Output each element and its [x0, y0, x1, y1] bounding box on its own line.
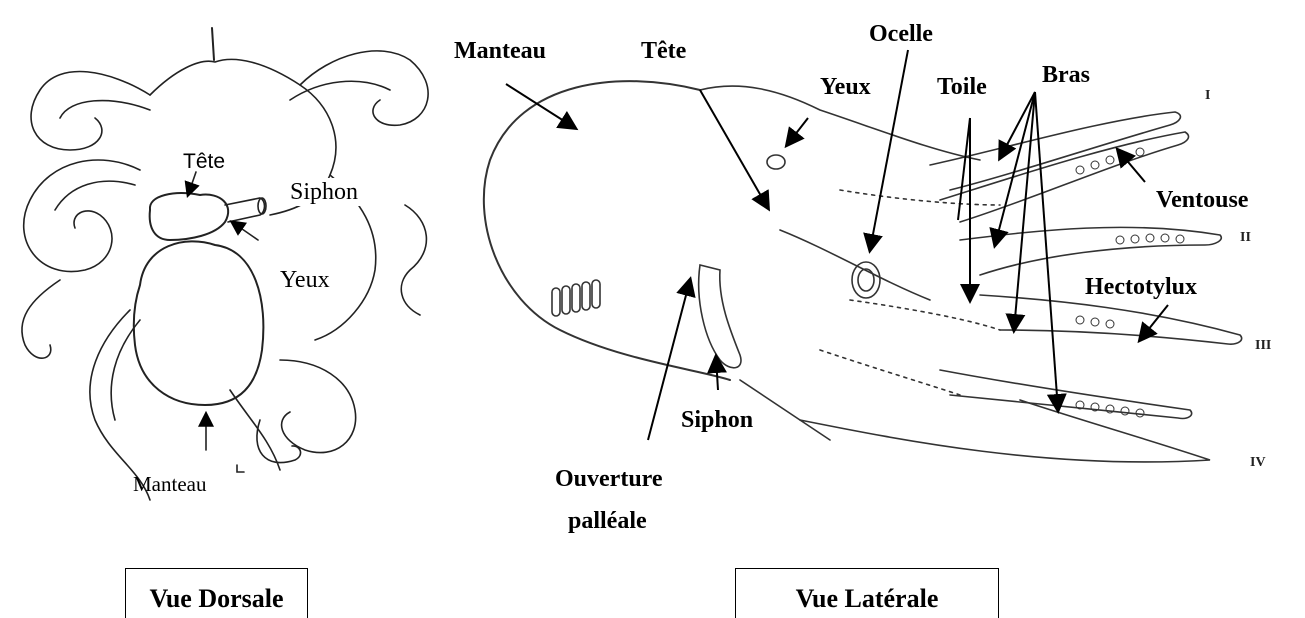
arm-iv: [980, 295, 1242, 344]
dorsal-octopus-drawing: [22, 28, 428, 500]
lateral-label-pallial-opening-line2: palléale: [568, 509, 647, 533]
arm-v: [940, 370, 1192, 418]
dorsal-view-caption: Vue Dorsale: [125, 568, 308, 618]
lateral-label-ocellus: Ocelle: [869, 22, 933, 46]
arm-numeral-iii: III: [1255, 338, 1271, 354]
arm-numeral-ii: II: [1240, 230, 1251, 246]
arm-iii: [960, 227, 1221, 275]
arm-numeral-iv: IV: [1250, 455, 1266, 471]
gill-ridges: [552, 280, 600, 316]
lateral-pointers: [506, 50, 1168, 440]
lateral-label-hectocotylus: Hectotylux: [1081, 273, 1201, 301]
lateral-label-web: Toile: [937, 75, 987, 99]
arm-numeral-i: I: [1205, 88, 1210, 104]
lateral-octopus-drawing: [484, 81, 1242, 462]
lateral-label-arms: Bras: [1042, 63, 1090, 87]
dorsal-label-eyes: Yeux: [276, 266, 334, 294]
lateral-label-mantle: Manteau: [454, 39, 546, 63]
lateral-view-caption-text: Vue Latérale: [796, 584, 939, 614]
dorsal-label-mantle: Manteau: [133, 474, 206, 495]
lateral-view-caption: Vue Latérale: [735, 568, 999, 618]
lateral-label-siphon: Siphon: [681, 408, 753, 432]
dorsal-label-head: Tête: [183, 151, 225, 172]
lateral-label-head: Tête: [641, 39, 686, 63]
lateral-label-eyes: Yeux: [820, 75, 871, 99]
dorsal-view-caption-text: Vue Dorsale: [149, 584, 283, 614]
dorsal-label-siphon: Siphon: [286, 178, 362, 206]
lateral-label-sucker: Ventouse: [1152, 186, 1252, 214]
lateral-label-pallial-opening-line1: Ouverture: [555, 467, 663, 491]
